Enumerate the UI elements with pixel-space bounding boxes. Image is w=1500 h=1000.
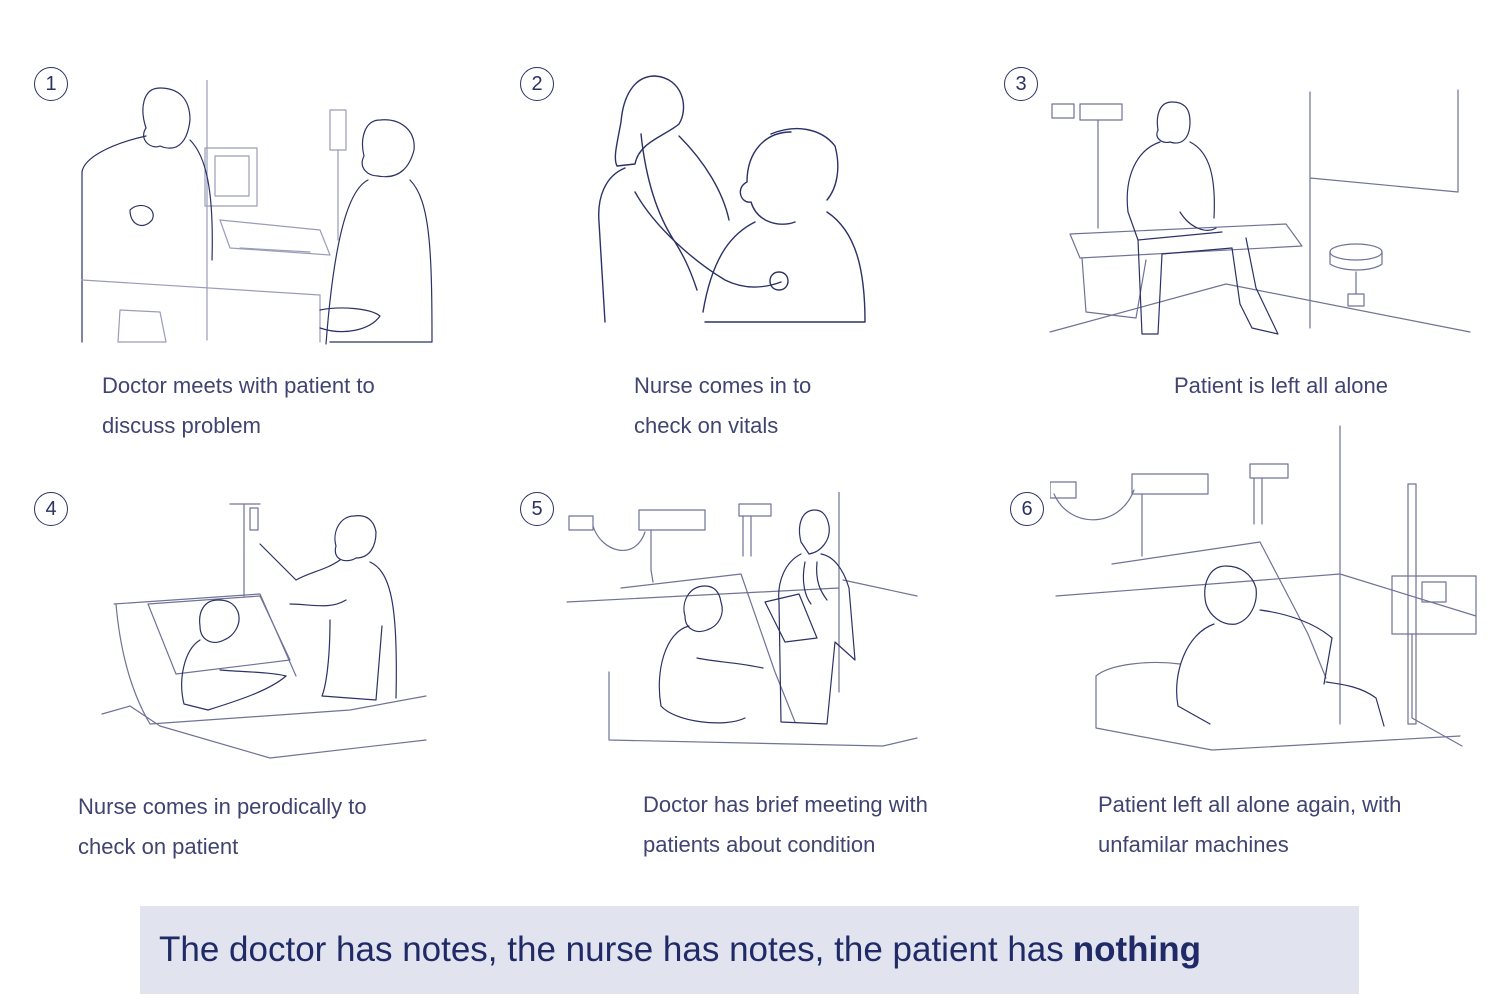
caption-line: Patient left all alone again, with — [1098, 792, 1402, 817]
caption-line: Patient is left all alone — [1174, 373, 1389, 398]
step-number-badge: 3 — [1004, 67, 1038, 101]
caption-line: Doctor meets with patient to — [102, 373, 375, 398]
step-caption: Doctor meets with patient to discuss pro… — [102, 366, 375, 446]
step-number-badge: 6 — [1010, 492, 1044, 526]
doctor-bedside-illustration — [565, 492, 920, 748]
step-caption: Patient left all alone again, with unfam… — [1098, 785, 1401, 865]
nurse-iv-illustration — [100, 500, 430, 762]
doctor-consultation-illustration — [80, 80, 435, 348]
step-caption: Nurse comes in perodically to check on p… — [78, 787, 367, 867]
caption-line: Nurse comes in to — [634, 373, 812, 398]
step-caption: Nurse comes in to check on vitals — [634, 366, 811, 446]
banner-emphasis: nothing — [1072, 930, 1202, 969]
patient-machines-illustration — [1050, 424, 1480, 754]
summary-banner: The doctor has notes, the nurse has note… — [140, 906, 1359, 994]
step-caption: Patient is left all alone — [1174, 366, 1388, 406]
banner-text: The doctor has notes, the nurse has note… — [159, 930, 1064, 969]
step-number-badge: 5 — [520, 492, 554, 526]
step-caption: Doctor has brief meeting with patients a… — [643, 785, 928, 865]
caption-line: Doctor has brief meeting with — [643, 792, 928, 817]
caption-line: check on patient — [78, 834, 239, 859]
patient-alone-illustration — [1046, 88, 1474, 344]
nurse-stethoscope-illustration — [595, 72, 870, 324]
caption-line: check on vitals — [634, 413, 779, 438]
step-number-badge: 2 — [520, 67, 554, 101]
step-number-badge: 4 — [34, 492, 68, 526]
step-number-badge: 1 — [34, 67, 68, 101]
caption-line: patients about condition — [643, 832, 876, 857]
caption-line: discuss problem — [102, 413, 261, 438]
caption-line: Nurse comes in perodically to — [78, 794, 367, 819]
caption-line: unfamilar machines — [1098, 832, 1289, 857]
